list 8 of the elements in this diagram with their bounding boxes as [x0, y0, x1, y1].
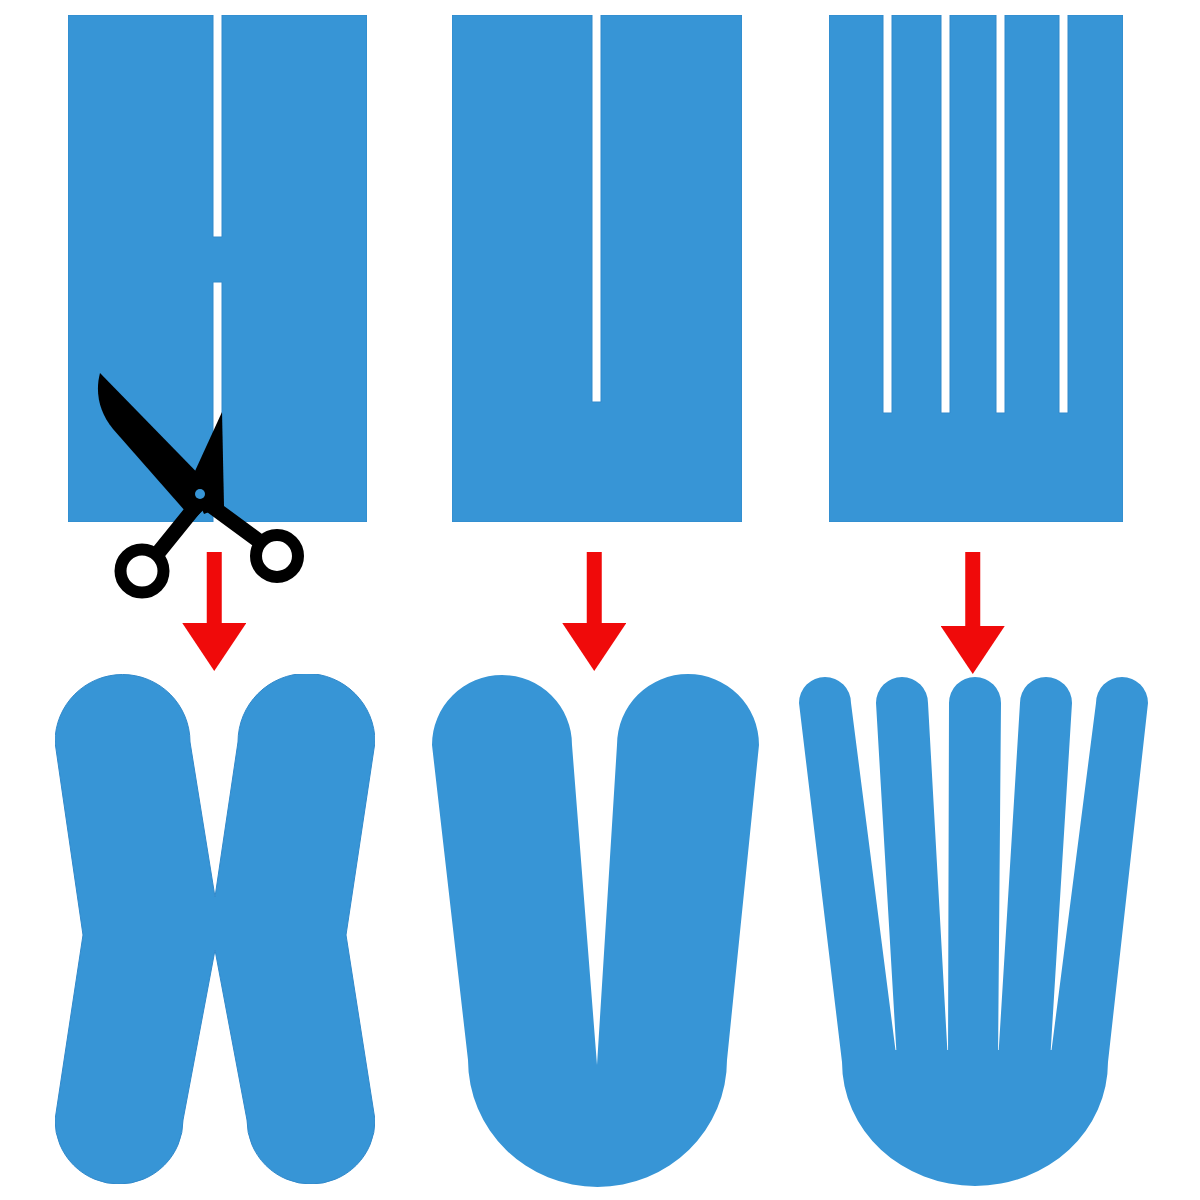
- slit-tape-strip: [68, 15, 367, 522]
- arrow: [940, 552, 1005, 674]
- arrow: [562, 552, 627, 671]
- slit-tape-strip: [452, 15, 742, 522]
- x-shaped-tape-strip: [55, 674, 375, 1184]
- fan-shaped-tape-strip: [799, 677, 1148, 1186]
- multi-slit-tape-strip: [829, 15, 1123, 522]
- y-shaped-tape-strip: [432, 674, 759, 1187]
